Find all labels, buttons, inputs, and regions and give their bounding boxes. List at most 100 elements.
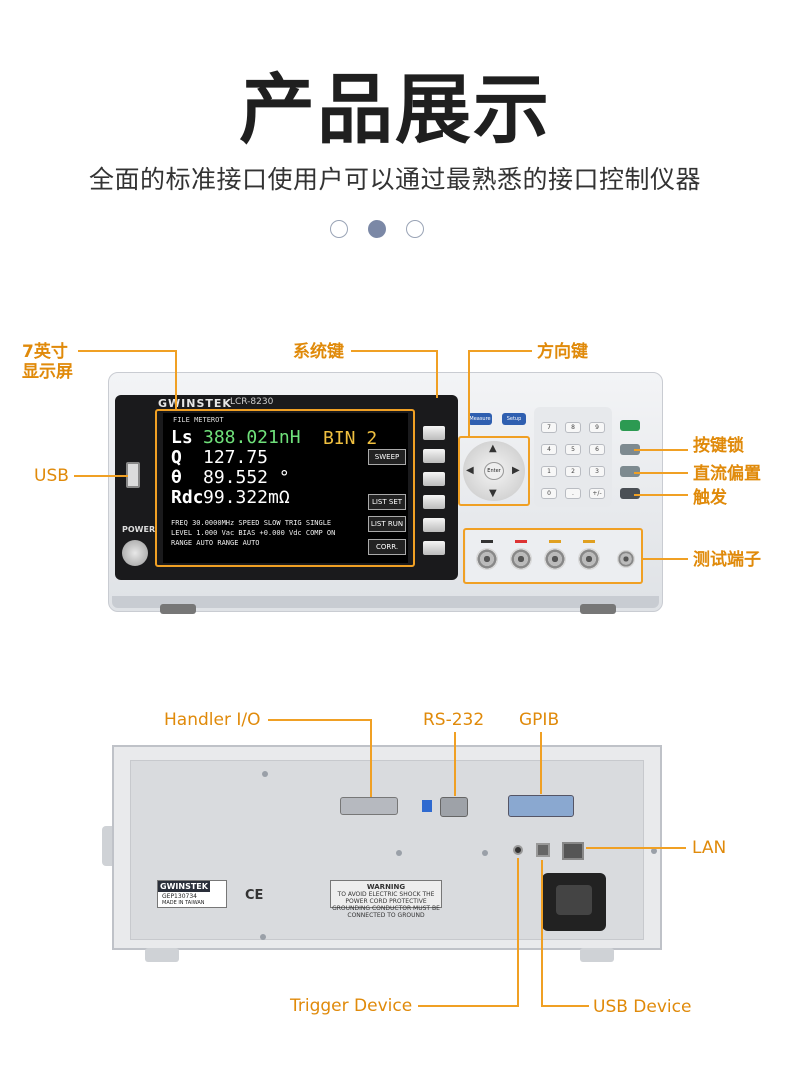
screen-params-1: FREQ 30.0000MHz SPEED SLOW TRIG SINGLE [171, 519, 332, 527]
carousel-dot-1[interactable] [330, 220, 348, 238]
page-subtitle: 全面的标准接口使用户可以通过最熟悉的接口控制仪器 [88, 165, 701, 194]
leader-line [634, 472, 688, 474]
serial-number: GEP130734 [162, 893, 197, 900]
keypad-key: 2 [565, 466, 581, 477]
usb-device-port [536, 843, 550, 857]
side-key [423, 541, 445, 555]
keypad-key: 1 [541, 466, 557, 477]
leader-line [540, 732, 542, 794]
bnc-terminal [476, 548, 498, 570]
side-key [423, 426, 445, 440]
keypad-key: 8 [565, 422, 581, 433]
softkey-list-set: LIST SET [368, 494, 406, 510]
terminal-mark [481, 540, 493, 543]
setup-key: Setup [502, 413, 526, 425]
terminal-mark [583, 540, 595, 543]
label-key-lock: 按键锁 [693, 436, 744, 456]
screen-header: FILE METEROT [173, 416, 224, 424]
device-foot [160, 604, 196, 614]
ce-mark: CE [245, 888, 264, 903]
origin-text: MADE IN TAIWAN [162, 900, 205, 906]
keypad-key: . [565, 488, 581, 499]
leader-line [468, 350, 470, 437]
label-gpib: GPIB [519, 710, 560, 730]
device-foot [580, 948, 614, 962]
arrow-up-icon: ▲ [489, 443, 497, 454]
carousel-dots [330, 220, 424, 238]
leader-line [436, 350, 438, 398]
bnc-terminal [578, 548, 600, 570]
leader-line [634, 494, 688, 496]
label-display-line1: 7英寸 [22, 342, 68, 362]
device-foot [580, 604, 616, 614]
label-display-line2: 显示屏 [22, 362, 73, 382]
leader-line [370, 719, 372, 797]
side-key [423, 472, 445, 486]
warning-text: TO AVOID ELECTRIC SHOCK THE POWER CORD P… [332, 891, 440, 919]
guard-terminal [617, 550, 635, 568]
leader-line [351, 350, 438, 352]
leader-line [418, 1005, 518, 1007]
trigger-key [620, 488, 640, 499]
carousel-dot-3[interactable] [406, 220, 424, 238]
label-lan: LAN [692, 838, 727, 858]
label-handler-io: Handler I/O [164, 710, 261, 730]
leader-line [541, 860, 543, 1007]
direction-callout-box [458, 436, 530, 506]
leader-line [74, 475, 128, 477]
enter-key: Enter [484, 462, 504, 480]
front-panel-base [112, 596, 659, 608]
dc-bias-key [620, 466, 640, 477]
esc-key [620, 420, 640, 431]
front-usb-port [126, 462, 140, 488]
arrow-right-icon: ▶ [512, 465, 520, 476]
leader-line [517, 858, 519, 1007]
label-dc-bias: 直流偏置 [693, 464, 761, 484]
label-direction-keys: 方向键 [537, 342, 588, 362]
power-label: POWER [122, 525, 156, 534]
keypad-key: 3 [589, 466, 605, 477]
label-trigger: 触发 [693, 488, 727, 508]
label-rs232: RS-232 [423, 710, 485, 730]
power-button [122, 540, 148, 566]
screw [396, 850, 402, 856]
screen-row-rdc: Rdc99.322mΩ [171, 487, 290, 508]
power-inlet-socket [556, 885, 592, 915]
keypad-key: 0 [541, 488, 557, 499]
handler-connector [340, 797, 398, 815]
screen-bin: BIN 2 [323, 428, 378, 449]
terminal-mark [549, 540, 561, 543]
label-usb-device: USB Device [593, 997, 692, 1017]
keypad-key: 4 [541, 444, 557, 455]
arrow-down-icon: ▼ [489, 488, 497, 499]
carousel-dot-2[interactable] [368, 220, 386, 238]
leader-line [541, 1005, 589, 1007]
screen-params-2: LEVEL 1.000 Vac BIAS +0.000 Vdc COMP ON [171, 529, 336, 537]
leader-line [175, 350, 177, 410]
screw [482, 850, 488, 856]
softkey-list-run: LIST RUN [368, 516, 406, 532]
leader-line [634, 449, 688, 451]
arrow-left-icon: ◀ [466, 465, 474, 476]
bnc-terminal [510, 548, 532, 570]
side-key [423, 449, 445, 463]
warning-label: WARNING TO AVOID ELECTRIC SHOCK THE POWE… [330, 880, 442, 919]
keypad-key: 5 [565, 444, 581, 455]
side-key [423, 495, 445, 509]
side-key [423, 518, 445, 532]
leader-line [643, 558, 688, 560]
label-usb: USB [34, 466, 69, 486]
lan-port [562, 842, 584, 860]
rear-brand-logo: GWINSTEK [158, 881, 210, 892]
device-foot [145, 948, 179, 962]
rs232-connector [440, 797, 468, 817]
model-label: LCR-8230 [230, 397, 274, 407]
label-trigger-device: Trigger Device [290, 996, 413, 1016]
screw [262, 771, 268, 777]
screw [651, 848, 657, 854]
key-lock-key [620, 444, 640, 455]
keypad-key: 7 [541, 422, 557, 433]
